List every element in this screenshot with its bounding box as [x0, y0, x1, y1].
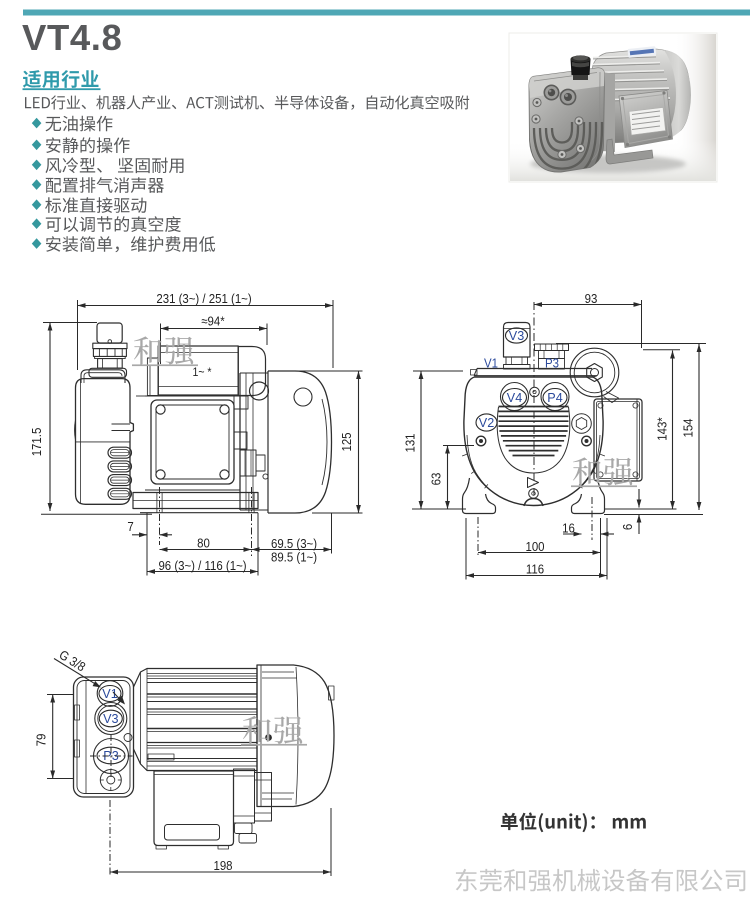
svg-text:1~ *: 1~ * [192, 366, 212, 379]
svg-text:89.5 (1~): 89.5 (1~) [271, 550, 317, 565]
svg-text:V3: V3 [103, 711, 118, 726]
svg-text:231 (3~) / 251 (1~): 231 (3~) / 251 (1~) [156, 292, 251, 307]
svg-text:143*: 143* [655, 417, 670, 441]
svg-text:V4: V4 [507, 390, 522, 405]
svg-text:69.5 (3~): 69.5 (3~) [271, 536, 317, 551]
svg-text:V1: V1 [102, 686, 117, 701]
svg-text:198: 198 [213, 858, 232, 873]
svg-text:V2: V2 [479, 415, 494, 430]
svg-text:116: 116 [526, 562, 544, 577]
svg-text:63: 63 [429, 472, 444, 485]
svg-text:16: 16 [562, 521, 575, 536]
svg-text:125: 125 [339, 432, 354, 451]
svg-text:171.5: 171.5 [29, 428, 44, 457]
svg-text:131: 131 [403, 433, 418, 452]
svg-text:G 3/8: G 3/8 [56, 647, 88, 675]
svg-text:P4: P4 [547, 390, 562, 405]
svg-text:6: 6 [620, 524, 635, 531]
svg-text:100: 100 [525, 539, 544, 554]
svg-text:V1: V1 [484, 356, 498, 371]
svg-text:≈94*: ≈94* [201, 314, 225, 329]
svg-text:154: 154 [681, 418, 696, 437]
svg-text:96 (3~) / 116 (1~): 96 (3~) / 116 (1~) [158, 558, 246, 573]
svg-text:P3: P3 [545, 356, 559, 371]
svg-text:79: 79 [34, 733, 49, 746]
svg-text:93: 93 [585, 291, 598, 306]
svg-text:V3: V3 [509, 328, 524, 343]
svg-text:80: 80 [197, 536, 210, 551]
svg-text:7: 7 [127, 519, 134, 534]
